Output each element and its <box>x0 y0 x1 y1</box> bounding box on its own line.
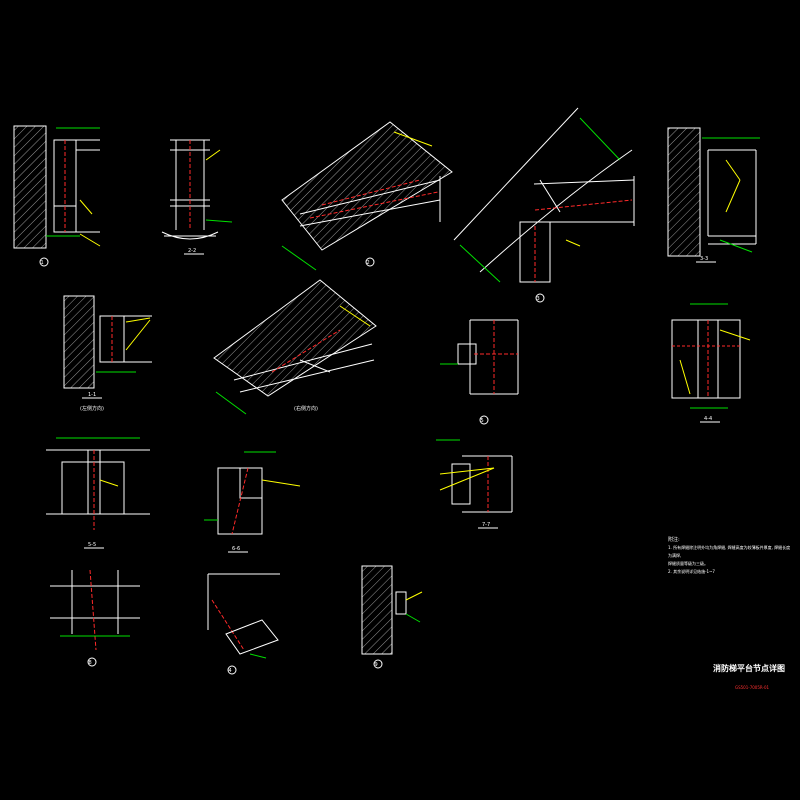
section-4-4 <box>671 303 751 423</box>
detail-3-marker: 3 <box>537 296 540 302</box>
section-1-1-label: 1-1 <box>88 392 96 398</box>
detail-5 <box>440 319 519 425</box>
section-3-3 <box>667 127 760 263</box>
stair-section-caption: (右侧方向) <box>294 405 318 412</box>
detail-3 <box>453 107 635 303</box>
drawing-title: 消防梯平台节点详图 <box>713 664 785 673</box>
section-3-3-label: 3-3 <box>700 256 708 262</box>
section-1-1-caption: (左侧方向) <box>80 405 104 412</box>
detail-1-marker: 1 <box>41 260 44 266</box>
notes-line-2: 焊缝质量等级为三级。 <box>668 561 708 566</box>
section-2-2-label: 2-2 <box>188 248 196 254</box>
detail-8-marker: 8 <box>89 660 92 666</box>
stair-section <box>213 279 377 415</box>
section-1-1 <box>63 295 152 399</box>
section-6-6 <box>204 451 301 553</box>
detail-1 <box>13 125 101 267</box>
notes-heading: 附注: <box>668 537 680 543</box>
detail-4 <box>207 573 280 675</box>
drawing-code: GS501-7005R-01 <box>735 685 770 690</box>
detail-4-marker: 4 <box>229 668 232 674</box>
detail-8 <box>50 569 140 667</box>
section-7-7-label: 7-7 <box>482 522 490 528</box>
general-notes: 附注: 1. 所有焊缝除注明外均为角焊缝, 焊缝高度为较薄板件厚度, 焊缝长度为… <box>668 536 794 576</box>
detail-2-marker: 2 <box>367 260 370 266</box>
section-7-7 <box>436 439 513 529</box>
section-5-5 <box>46 437 150 549</box>
section-2-2 <box>161 139 233 255</box>
detail-2 <box>281 121 453 271</box>
notes-line-1: 1. 所有焊缝除注明外均为角焊缝, 焊缝高度为较薄板件厚度, 焊缝长度为满焊, <box>668 545 791 558</box>
notes-line-3: 2. 其余说明详见结施-1~7 <box>668 569 715 574</box>
detail-5-marker: 5 <box>481 418 484 424</box>
detail-9-marker: 9 <box>375 662 378 668</box>
section-6-6-label: 6-6 <box>232 546 240 552</box>
section-4-4-label: 4-4 <box>704 416 712 422</box>
section-5-5-label: 5-5 <box>88 542 96 548</box>
detail-9 <box>361 565 423 669</box>
